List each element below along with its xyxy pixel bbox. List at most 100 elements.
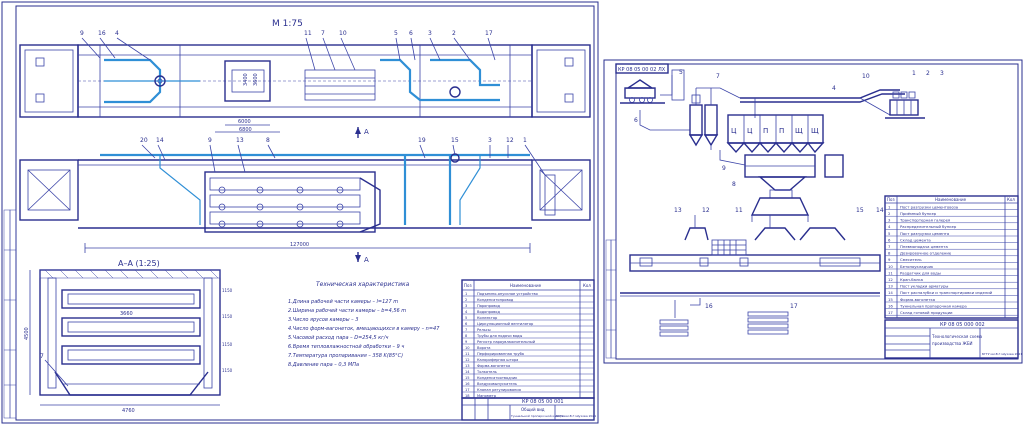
spec-row-name: Дозировочное отделение: [900, 251, 952, 256]
scheme-callout: 2: [926, 70, 930, 77]
scheme-callout: 1: [912, 70, 916, 77]
spec-row-name: Склад готовой продукции: [900, 310, 953, 315]
spec-row-pos: 11: [888, 270, 893, 275]
spec-row-name: Подъемно-опускное устройство: [477, 292, 538, 296]
spec-row-pos: 12: [465, 358, 470, 362]
spec-row-pos: 1: [888, 204, 891, 209]
spec-row-name: Форма-вагонетка: [900, 297, 935, 302]
spec-row-name: Кран-балка: [900, 277, 923, 282]
spec-row-name: Склад цемента: [900, 237, 931, 242]
spec-row-name: Туннельная пропарочная камера: [899, 303, 967, 308]
production-line: [620, 215, 881, 297]
spec-row-pos: 5: [465, 316, 467, 320]
scheme-callout: 4: [832, 85, 836, 92]
hopper-label: П: [779, 127, 784, 135]
plan-steam-pipe-right: [380, 58, 500, 102]
spec-row-pos: 2: [465, 298, 467, 302]
plan-callout: 17: [485, 30, 493, 37]
hopper-label: Ц: [747, 127, 753, 135]
spec-row-pos: 11: [465, 352, 470, 356]
tech-line: 8.Давление пара – 0,3 МПа: [288, 362, 359, 368]
plan-callouts: 9 16 4 11 7 10 5 6 3 2 17: [80, 30, 493, 37]
dosing-hoppers: Ц Ц П П Щ Щ: [726, 114, 825, 154]
rebar-mesh: [711, 239, 747, 256]
spec-row-pos: 8: [888, 251, 891, 256]
tech-line: 7.Температура пропаривания – 358 K(85°C): [288, 353, 403, 359]
scheme-callout: 14: [876, 207, 884, 214]
elev-callout: 9: [208, 137, 212, 144]
elev-callout: 1: [523, 137, 527, 144]
stamp-code: КР 08 05 000 002: [940, 322, 985, 328]
spec-row-pos: 1: [465, 292, 467, 296]
cement-truck: [620, 79, 665, 104]
spec-row-pos: 12: [888, 277, 893, 282]
plan-callout: 6: [409, 30, 413, 37]
code-box: КР 08 05 00 02 ЛХ: [618, 67, 666, 73]
elevation-view: 127000: [19, 144, 591, 253]
spec-row-name: Конденсатопровод: [477, 298, 514, 302]
spec-row-pos: 8: [465, 334, 468, 338]
hopper-label: Щ: [795, 127, 803, 135]
spec-row-name: Коллектор: [477, 316, 498, 320]
scheme-callout: 11: [735, 207, 743, 214]
plan-callout: 4: [115, 30, 119, 37]
title-block-2: КР 08 05 000 002 Технологическая схема п…: [884, 319, 1022, 359]
hopper-label: Щ: [811, 127, 819, 135]
spec-row-pos: 10: [888, 264, 893, 269]
stamp-title: Технологическая схема: [931, 334, 983, 339]
spec-row-pos: 17: [465, 388, 470, 392]
elev-callout: 3: [488, 137, 492, 144]
scheme-callout: 13: [674, 207, 682, 214]
spec-header: Поз: [887, 197, 895, 202]
spec-row-name: Раздатчик для воды: [900, 270, 941, 275]
section-title: А–А (1:25): [118, 259, 160, 268]
elev-callout: 15: [451, 137, 459, 144]
spec-row-pos: 13: [888, 284, 893, 289]
hopper-label: Ц: [731, 127, 737, 135]
stamp-code: КР 08 05 00 001: [522, 399, 564, 405]
plan-callout: 16: [98, 30, 106, 37]
scheme-callout: 8: [732, 181, 736, 188]
tech-title: Техническая характеристика: [316, 281, 410, 288]
spec-header: Кол: [1007, 197, 1015, 202]
finished-products: [659, 298, 789, 337]
section-dim-shelf: 1150: [222, 342, 233, 347]
conveyor-gallery: [740, 89, 900, 99]
plan-callout: 11: [304, 30, 312, 37]
spec-row-name: Ворота: [477, 346, 490, 350]
elev-right-end-block: [531, 159, 591, 221]
sheet-2-binding-strip: [605, 239, 617, 359]
plan-callout: 9: [80, 30, 84, 37]
spec-row-pos: 7: [465, 328, 467, 332]
plan-callout: 3: [428, 30, 432, 37]
spec-row-name: Манометр: [477, 394, 497, 398]
spec-row-name: Воздуховыпускатель: [477, 382, 517, 386]
dim-top-width-b: 6800: [239, 127, 252, 133]
tech-line: 2.Ширина рабочей части камеры – b=4,56 m: [288, 308, 406, 314]
elevation-callouts: 20 14 9 13 8 19 15 3 12 1: [140, 137, 527, 144]
section-a-a: 4500 4760 3660 1150 1150 1150 1150 7: [24, 269, 233, 414]
plan-callout: 7: [321, 30, 325, 37]
scheme-callout: 5: [679, 69, 683, 76]
plan-callout: 5: [394, 30, 398, 37]
stamp-org: БГТУ им.В.Г.Шухова 2021: [556, 414, 596, 418]
spec-row-name: Смеситель: [900, 257, 922, 262]
section-tier-1: [61, 289, 201, 309]
spec-header: Наименование: [510, 283, 542, 288]
sheet-1: М 1:75: [1, 1, 599, 424]
elev-left-end-block: [19, 159, 79, 221]
scheme-callout: 6: [634, 117, 638, 124]
plan-central-door: [224, 60, 271, 102]
elev-callout: 20: [140, 137, 148, 144]
scheme-callout: 15: [856, 207, 864, 214]
spec-row-name: Паропровод: [477, 304, 501, 308]
scheme-callout: 16: [705, 303, 713, 310]
plan-left-end-block: [19, 44, 79, 118]
spec-row-pos: 3: [888, 218, 891, 223]
spec-header: Кол: [583, 283, 591, 288]
spec-row-pos: 16: [465, 382, 470, 386]
tech-line: 6.Время тепловлажностной обработки – 9 ч: [288, 344, 404, 350]
